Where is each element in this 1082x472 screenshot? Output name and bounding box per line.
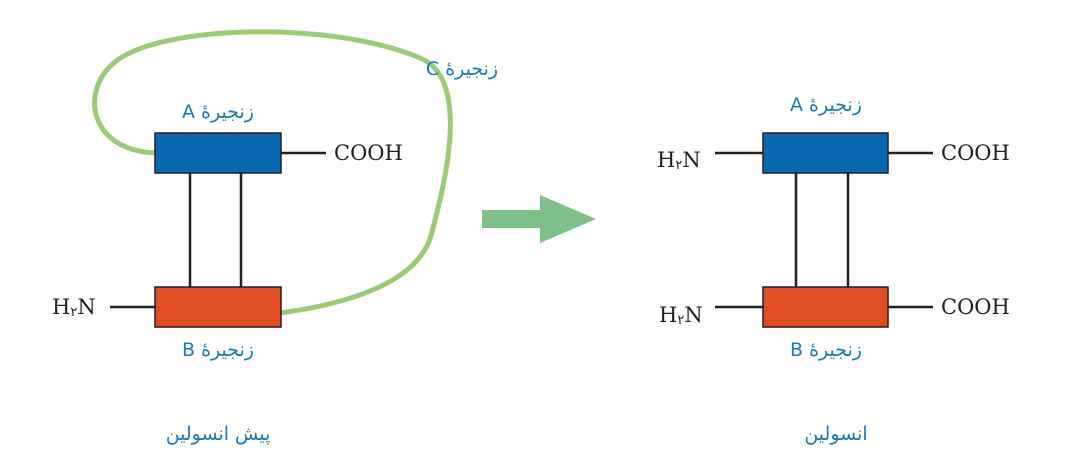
insulin-caption: انسولین [804, 423, 867, 445]
chain-b-box [762, 286, 889, 328]
proinsulin-group: زنجیرهٔ A زنجیرهٔ B زنجیرهٔ C COOH H۲N پ… [52, 29, 498, 445]
chain-c-loop [92, 29, 453, 316]
nh2-label: H۲N [52, 295, 96, 320]
chain-b-box [154, 286, 282, 328]
chain-b-label: زنجیرهٔ B [790, 339, 862, 361]
chain-a-label: زنجیرهٔ A [182, 101, 254, 123]
chain-a-box [154, 132, 282, 174]
cooh-label: COOH [334, 141, 403, 165]
proinsulin-caption: پیش انسولین [166, 423, 271, 445]
chain-a-label: زنجیرهٔ A [790, 94, 862, 116]
insulin-group: زنجیرهٔ A زنجیرهٔ B H۲N H۲N COOH COOH ان… [657, 94, 1010, 445]
cooh-b-label: COOH [941, 295, 1010, 319]
right-arrow-icon [482, 195, 596, 243]
nh2-b-label: H۲N [659, 303, 703, 328]
nh2-a-label: H۲N [657, 148, 701, 173]
chain-a-box [762, 132, 889, 174]
cooh-a-label: COOH [941, 141, 1010, 165]
chain-c-label: زنجیرهٔ C [426, 58, 498, 80]
chain-b-label: زنجیرهٔ B [182, 339, 254, 361]
